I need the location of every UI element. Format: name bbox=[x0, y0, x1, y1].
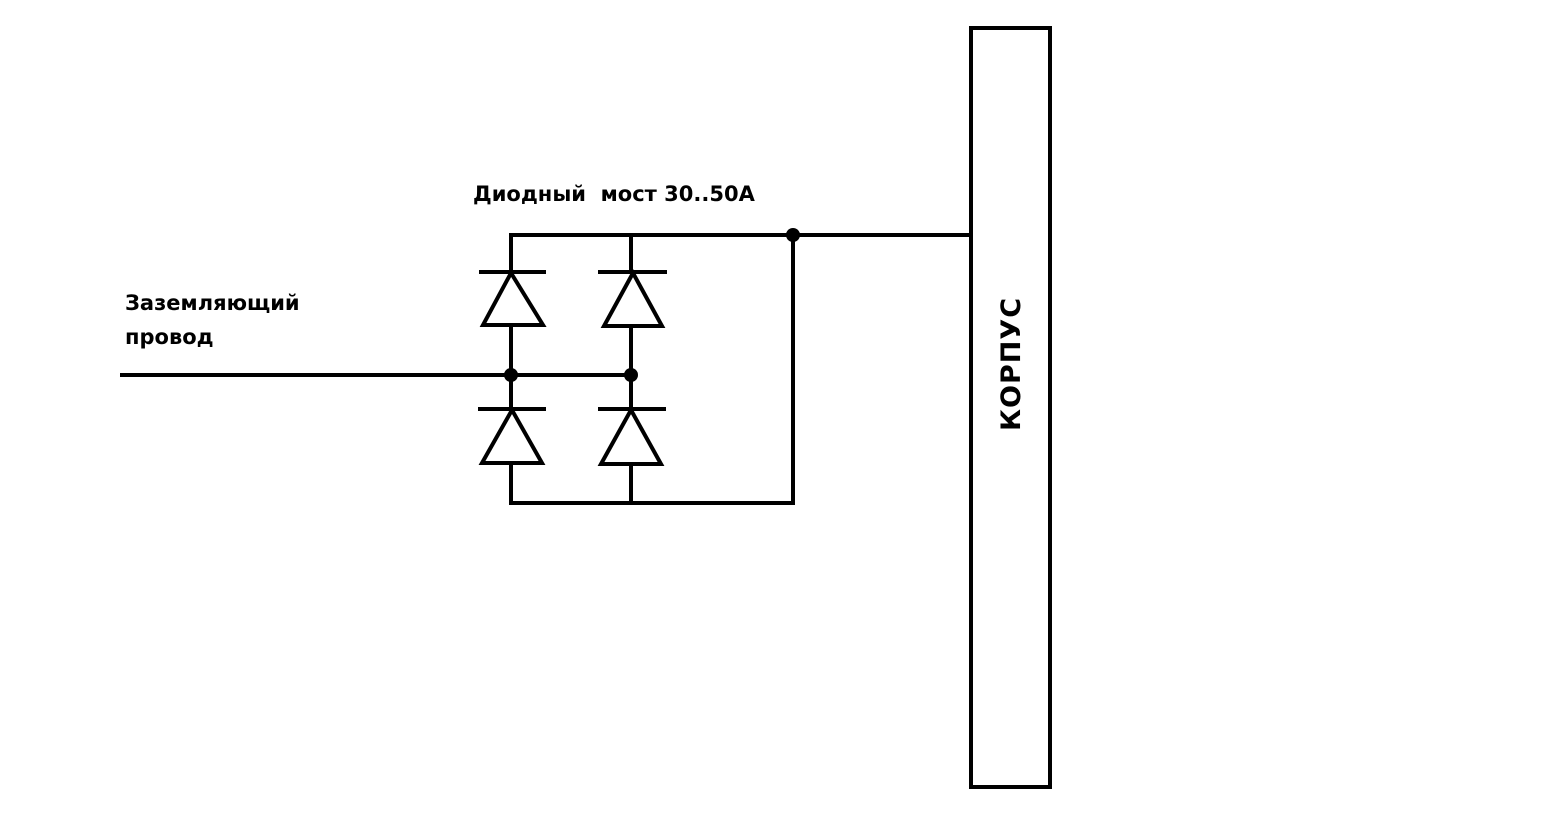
housing-label: КОРПУС bbox=[996, 297, 1027, 431]
bridge-label: Диодный мост 30..50А bbox=[473, 182, 756, 206]
diode-d4-anode-triangle bbox=[597, 405, 665, 466]
diode-d2-anode-triangle bbox=[600, 268, 666, 328]
diode-d3-anode-triangle bbox=[478, 405, 546, 465]
junction-top-right bbox=[786, 228, 800, 242]
diode-d2 bbox=[598, 268, 667, 328]
diode-d1 bbox=[479, 268, 547, 327]
junction-left-mid bbox=[504, 368, 518, 382]
housing-rect bbox=[969, 26, 1052, 789]
junction-right-mid bbox=[624, 368, 638, 382]
diode-d3 bbox=[478, 405, 546, 465]
diode-d1-anode-triangle bbox=[479, 268, 547, 327]
ground-wire-label-line1: Заземляющий bbox=[125, 291, 300, 315]
diode-d4 bbox=[597, 405, 666, 466]
ground-wire-label-line2: провод bbox=[125, 325, 214, 349]
